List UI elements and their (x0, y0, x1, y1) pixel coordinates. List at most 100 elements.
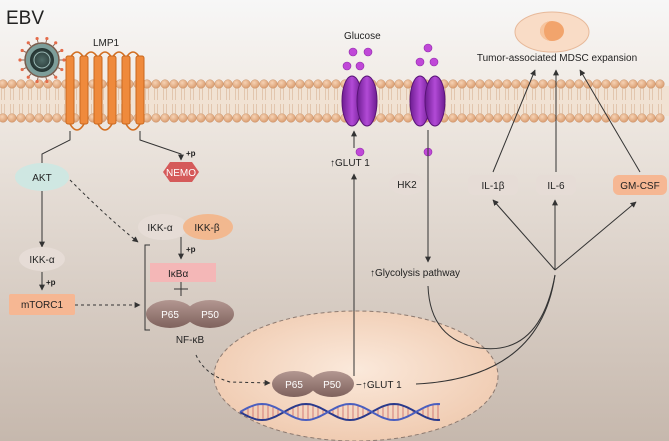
phospholipid-head (232, 79, 242, 89)
phospholipid-tail (253, 88, 257, 114)
phospholipid-tail (226, 88, 230, 114)
phospholipid-tail (244, 88, 248, 114)
phospholipid-head (493, 113, 503, 123)
phospholipid-tail (559, 88, 563, 114)
ikk-beta-node (183, 214, 233, 240)
phospholipid-tail (334, 88, 338, 114)
phospholipid-tail (469, 88, 473, 114)
phospholipid-tail (280, 88, 284, 114)
phospholipid-head (52, 113, 62, 123)
phospholipid-head (610, 113, 620, 123)
phospholipid-head (394, 79, 404, 89)
phospholipid-head (232, 113, 242, 123)
nemo-node (163, 162, 199, 182)
phospholipid-tail (235, 88, 239, 114)
phospholipid-head (457, 79, 467, 89)
phospholipid-head (169, 79, 179, 89)
ebv-virus-icon (18, 36, 66, 84)
phospholipid-head (268, 113, 278, 123)
phospholipid-head (259, 113, 269, 123)
phospholipid-tail (28, 88, 32, 114)
phospholipid-tail (307, 88, 311, 114)
phospholipid-head (160, 113, 170, 123)
virus-spike-tip (60, 48, 64, 53)
phospholipid-tail (298, 88, 302, 114)
phospholipid-tail (217, 88, 221, 114)
phospholipid-head (502, 113, 512, 123)
phospholipid-tail (496, 88, 500, 114)
phospholipid-head (556, 113, 566, 123)
glucose-molecule (348, 47, 358, 57)
phospholipid-head (583, 113, 593, 123)
phospholipid-head (313, 113, 323, 123)
phospholipid-head (322, 113, 332, 123)
phospholipid-head (610, 79, 620, 89)
glucose-molecule (363, 47, 373, 57)
glucose-molecule (355, 61, 365, 71)
phospholipid-head (259, 79, 269, 89)
phospholipid-tail (595, 88, 599, 114)
phospholipid-head (295, 79, 305, 89)
phospholipid-head (637, 113, 647, 123)
mdsc-cell-icon (514, 11, 590, 53)
phospholipid-tail (613, 88, 617, 114)
virus-spike-tip (20, 67, 24, 72)
to-gmcsf-arrow (554, 201, 637, 271)
phospholipid-head (7, 79, 17, 89)
lmp1-protein (65, 51, 145, 131)
nemo-label: NEMO (166, 168, 196, 179)
phospholipid-head (520, 113, 530, 123)
il6-label: IL-6 (547, 181, 565, 192)
glycolysis-label: ↑Glycolysis pathway (370, 268, 460, 279)
phospholipid-head (538, 79, 548, 89)
phospholipid-tail (604, 88, 608, 114)
hk2-node (389, 173, 425, 195)
phospholipid-head (457, 113, 467, 123)
glucose-molecules (342, 43, 439, 157)
mdsc-label: Tumor-associated MDSC expansion (477, 53, 637, 64)
phospholipid-head (637, 79, 647, 89)
phospholipid-head (223, 113, 233, 123)
phospholipid-tail (451, 88, 455, 114)
phospholipid-head (196, 113, 206, 123)
il1b-node (468, 175, 518, 195)
nucleus-glut1-label: −↑GLUT 1 (356, 380, 402, 391)
phospholipid-tail (10, 88, 14, 114)
phospholipid-head (205, 79, 215, 89)
phospholipid-head (214, 79, 224, 89)
phospholipid-tail (532, 88, 536, 114)
phospholipid-head (556, 79, 566, 89)
phospholipid-head (403, 113, 413, 123)
phospholipid-tail (631, 88, 635, 114)
phospholipid-head (529, 113, 539, 123)
phospholipid-head (601, 79, 611, 89)
phospholipid-head (628, 79, 638, 89)
ikk-alpha-left-node (19, 247, 65, 271)
phosphorylation-label-ikba: +p (186, 245, 196, 254)
phospholipid-tail (154, 88, 158, 114)
phospholipid-head (574, 113, 584, 123)
phospholipid-head (196, 79, 206, 89)
virus-spike-tip (54, 75, 58, 79)
akt-label: AKT (32, 173, 51, 184)
phospholipid-head (376, 113, 386, 123)
phospholipid-head (25, 79, 35, 89)
phospholipid-head (178, 113, 188, 123)
phospholipid-tail (163, 88, 167, 114)
phospholipid-head (331, 113, 341, 123)
glucose-molecule (423, 43, 433, 53)
phospholipid-head (565, 79, 575, 89)
il1b-label: IL-1β (482, 181, 505, 192)
phospholipid-tail (505, 88, 509, 114)
phospholipid-head (394, 113, 404, 123)
il6-node (536, 175, 576, 195)
pathway-arrows (39, 69, 641, 386)
phosphorylation-label-nemo: +p (186, 149, 196, 158)
glut-transporter-left (341, 75, 378, 127)
phospholipid-head (34, 113, 44, 123)
phospholipid-head (295, 113, 305, 123)
phospholipid-tail (289, 88, 293, 114)
il1b-to-mdsc-arrow (492, 69, 536, 173)
